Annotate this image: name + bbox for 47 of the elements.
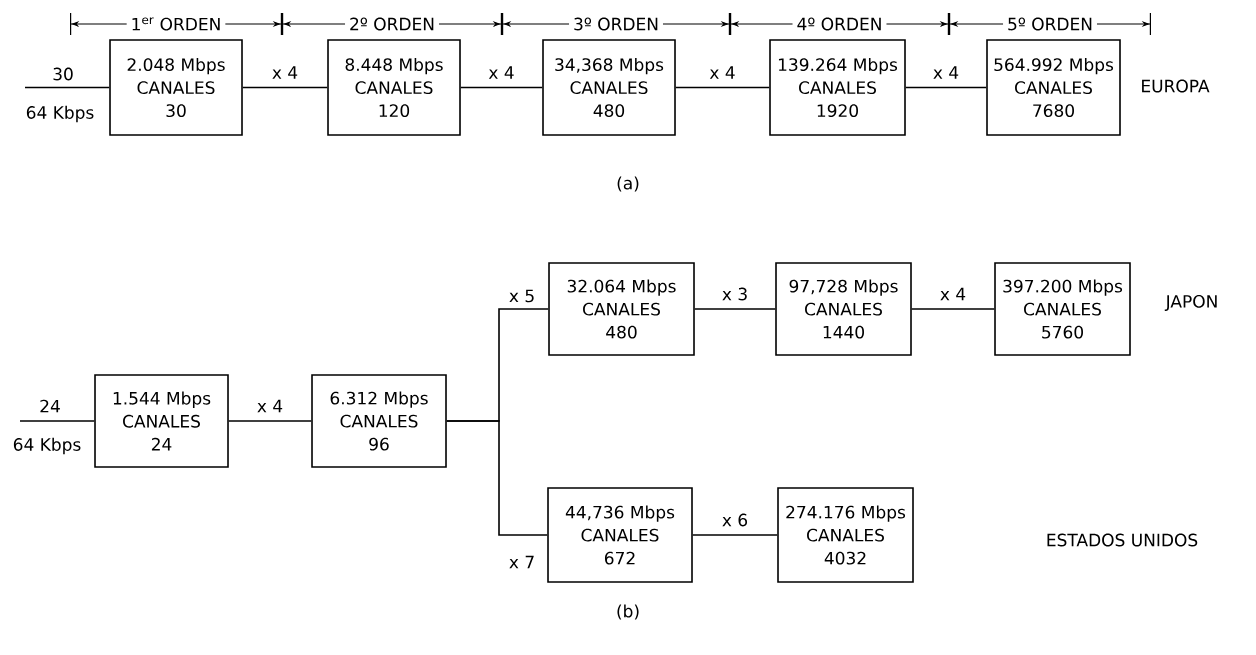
- channel-box: 397.200 Mbps CANALES 5760: [994, 262, 1131, 356]
- region-label: ESTADOS UNIDOS: [1047, 533, 1198, 547]
- channel-box: 1.544 Mbps CANALES 24: [94, 374, 229, 468]
- channel-box: 34,368 Mbps CANALES 480: [542, 39, 676, 136]
- edge-label: x 5: [509, 289, 534, 303]
- channel-box: 564.992 Mbps CANALES 7680: [986, 39, 1121, 136]
- order-label: 1$^{er}$ ORDEN: [126, 16, 226, 32]
- region-label: EUROPA: [1142, 79, 1210, 93]
- connector-line: [446, 420, 548, 536]
- connector-line: [905, 86, 987, 89]
- connector-line: [24, 86, 110, 89]
- channel-box: 6.312 Mbps CANALES 96: [311, 374, 447, 468]
- region-label: 64 Kbps: [26, 105, 94, 123]
- edge-label: x 3: [722, 287, 747, 301]
- connector-line: [911, 308, 995, 310]
- edge-label: x 4: [257, 399, 283, 413]
- channel-box: 2.048 Mbps CANALES 30: [109, 39, 243, 136]
- edge-label: x 4: [488, 66, 514, 79]
- edge-label: 24: [40, 399, 60, 413]
- region-label: JAPON: [1164, 295, 1217, 311]
- connector-line: [228, 420, 312, 422]
- edge-label: x 6: [722, 513, 748, 527]
- order-label: 2º ORDEN: [345, 16, 439, 32]
- connector-line: [675, 86, 770, 89]
- channel-box: 139.264 Mbps CANALES 1920: [769, 39, 906, 136]
- connector-line: [19, 420, 95, 422]
- connector-line: [242, 86, 328, 89]
- edge-label: x 4: [933, 66, 959, 79]
- edge-label: 30: [53, 67, 73, 81]
- channel-box: 274.176 Mbps CANALES 4032: [777, 487, 914, 583]
- connector-line: [694, 308, 776, 310]
- channel-box: 44,736 Mbps CANALES 672: [547, 487, 693, 583]
- channel-box: 97,728 Mbps CANALES 1440: [775, 262, 912, 356]
- edge-label: x 7: [509, 555, 534, 569]
- edge-label: x 4: [272, 66, 298, 79]
- edge-label: x 4: [709, 66, 735, 79]
- channel-box: 8.448 Mbps CANALES 120: [327, 39, 461, 136]
- order-label: 4º ORDEN: [792, 16, 887, 32]
- region-label: (b): [617, 604, 639, 620]
- channel-box: 32.064 Mbps CANALES 480: [548, 262, 695, 356]
- order-label: 5º ORDEN: [1003, 16, 1097, 32]
- region-label: 64 Kbps: [13, 437, 81, 455]
- connector-line: [460, 86, 543, 89]
- edge-label: x 4: [940, 287, 966, 301]
- connector-line: [692, 534, 778, 536]
- region-label: (a): [617, 176, 639, 192]
- order-label: 3º ORDEN: [569, 16, 663, 32]
